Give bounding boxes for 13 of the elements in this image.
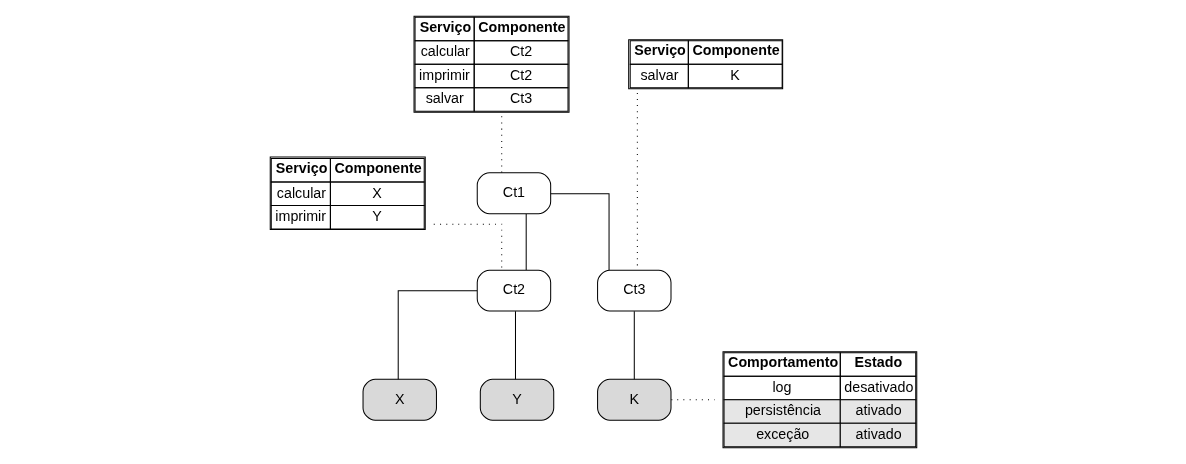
node-box: Ct1 bbox=[476, 172, 551, 215]
node-box: K bbox=[596, 378, 671, 421]
node-box: Y bbox=[479, 378, 554, 421]
connector bbox=[549, 193, 610, 271]
connector bbox=[633, 310, 635, 380]
connector bbox=[397, 290, 478, 380]
connector bbox=[670, 399, 715, 401]
node-box: Ct2 bbox=[476, 269, 551, 312]
connector bbox=[525, 213, 527, 271]
node-box: Ct3 bbox=[596, 269, 671, 312]
connector bbox=[500, 115, 502, 174]
connector bbox=[514, 310, 516, 380]
node-box: X bbox=[362, 378, 437, 421]
